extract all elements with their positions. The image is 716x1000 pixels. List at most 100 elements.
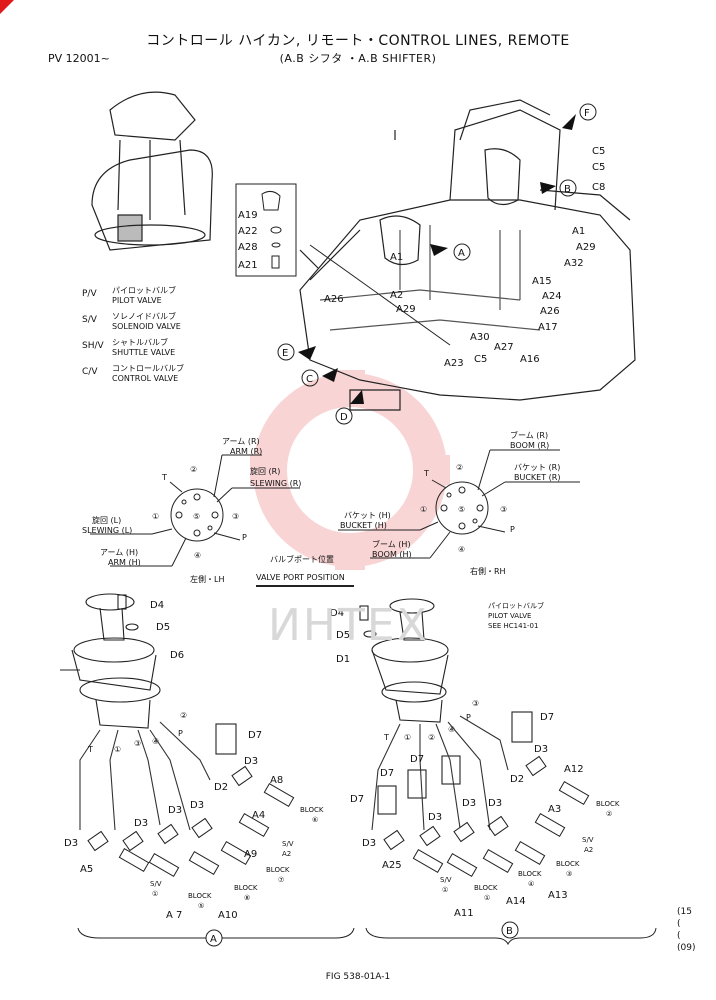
va-block-8-num: ⑧ xyxy=(244,894,250,902)
callout-c: C xyxy=(306,374,313,385)
va-port-3: ③ xyxy=(134,739,141,748)
port-right-caption: 右側・RH xyxy=(470,566,506,576)
side-marker-1: (15 xyxy=(677,907,692,917)
label-a2: A2 xyxy=(390,290,403,301)
vb-port-p: P xyxy=(466,713,471,722)
vb-a11: A11 xyxy=(454,908,474,919)
vb-sv-a2: S/V xyxy=(582,836,594,844)
port-left-n4: ④ xyxy=(194,551,201,560)
vb-see-ref: SEE HC141-01 xyxy=(488,622,538,630)
vb-d7-mid: D7 xyxy=(410,754,424,765)
port-right-t: T xyxy=(423,469,429,478)
legend-jp: パイロットバルブ xyxy=(112,286,176,295)
va-d5: D5 xyxy=(156,622,170,633)
va-block-5: BLOCK xyxy=(188,892,212,900)
port-left-n5: ⑤ xyxy=(193,512,200,521)
va-port-p: P xyxy=(178,729,183,738)
port-right-n5: ⑤ xyxy=(458,505,465,514)
va-block-7-num: ⑦ xyxy=(278,876,284,884)
label-c5b: C5 xyxy=(592,146,605,157)
va-d3-mid: D3 xyxy=(168,805,182,816)
va-port-1: ① xyxy=(114,745,121,754)
port-right-n3: ③ xyxy=(500,505,507,514)
view-a-assembly xyxy=(60,593,237,831)
valve-port-right-labels: ブーム (R) BOOM (R) バケット (R) BUCKET (R) バケッ… xyxy=(340,430,560,576)
watermark-text: ИНТЕХ xyxy=(268,600,429,651)
vb-block-4: BLOCK xyxy=(518,870,542,878)
port-bucket-h-en: BUCKET (H) xyxy=(340,521,387,530)
vb-d1: D1 xyxy=(336,654,350,665)
callout-arrows xyxy=(298,114,576,404)
parts-inset-box: A19 A22 A28 A21 xyxy=(235,183,297,277)
va-block-6: BLOCK xyxy=(300,806,324,814)
va-a9: A9 xyxy=(244,849,257,860)
port-right-p: P xyxy=(510,525,515,534)
label-a29: A29 xyxy=(396,304,416,315)
port-left-caption: 左側・LH xyxy=(190,574,224,584)
vb-block-3-num: ③ xyxy=(566,870,572,878)
view-b-labels: パイロットバルブ PILOT VALVE SEE HC141-01 D4 D5 … xyxy=(330,601,620,919)
vb-a12: A12 xyxy=(564,764,584,775)
legend-jp: ソレノイドバルブ xyxy=(112,312,176,321)
vb-port-3: ③ xyxy=(472,699,479,708)
vb-a13: A13 xyxy=(548,890,568,901)
va-sv-a2: S/V xyxy=(282,840,294,848)
port-boom-h-en: BOOM (H) xyxy=(372,550,412,559)
label-a17: A17 xyxy=(538,322,558,333)
view-a-fittings xyxy=(87,765,295,878)
va-d4: D4 xyxy=(150,600,164,611)
corner-marker xyxy=(0,0,14,14)
figure-number: FIG 538-01A-1 xyxy=(325,972,391,982)
callout-a: A xyxy=(458,248,465,259)
label-c8: C8 xyxy=(592,182,605,193)
port-arm-r-jp: アーム (R) xyxy=(222,437,260,446)
va-a5: A5 xyxy=(80,864,93,875)
valve-port-left-labels: アーム (R) ARM (R) 旋回 (R) SLEWING (R) 旋回 (L… xyxy=(82,437,301,584)
callouts xyxy=(277,103,597,425)
pointer-line xyxy=(309,244,451,346)
vb-a25: A25 xyxy=(382,860,402,871)
port-bucket-r-jp: バケット (R) xyxy=(514,463,560,472)
va-d3-far: D3 xyxy=(64,838,78,849)
vb-block-1: BLOCK xyxy=(474,884,498,892)
legend-jp: コントロールバルブ xyxy=(112,364,184,373)
cab-sketch xyxy=(91,91,213,251)
va-sv-1-num: ① xyxy=(152,890,158,898)
label-a1b: A1 xyxy=(572,226,585,237)
callout-b: B xyxy=(564,184,571,195)
legend-en: PILOT VALVE xyxy=(112,296,162,305)
va-block-5-num: ⑤ xyxy=(198,902,204,910)
port-right-n2: ② xyxy=(456,463,463,472)
label-a24: A24 xyxy=(542,291,562,302)
port-boom-h-jp: ブーム (H) xyxy=(372,539,411,549)
view-a-callout: A xyxy=(210,934,217,945)
va-a8: A8 xyxy=(270,775,283,786)
valve-port-jp: バルブポート位置 xyxy=(270,554,334,564)
va-block-6-num: ⑥ xyxy=(312,816,318,824)
vb-sv-a2-num: A2 xyxy=(584,846,593,854)
legend-jp: シャトルバルブ xyxy=(112,338,168,347)
label-a32: A32 xyxy=(564,258,584,269)
valve-port-right xyxy=(338,449,580,559)
label-a21: A21 xyxy=(238,260,258,271)
port-left-n3: ③ xyxy=(232,512,239,521)
legend-code: SH/V xyxy=(82,341,104,351)
va-a4: A4 xyxy=(252,810,265,821)
port-boom-r-en: BOOM (R) xyxy=(510,441,549,450)
va-port-4: ④ xyxy=(152,737,159,746)
vb-port-1: ① xyxy=(404,733,411,742)
label-a15: A15 xyxy=(532,276,552,287)
label-a26: A26 xyxy=(324,294,344,305)
va-port-t: T xyxy=(87,745,93,754)
watermark-gear-icon xyxy=(250,370,450,570)
vb-d7-left: D7 xyxy=(380,768,394,779)
label-a28: A28 xyxy=(238,242,258,253)
port-boom-r-jp: ブーム (R) xyxy=(510,430,548,440)
vb-pilot-en: PILOT VALVE xyxy=(488,612,531,620)
port-slew-r-en: SLEWING (R) xyxy=(250,479,301,488)
va-d7: D7 xyxy=(248,730,262,741)
